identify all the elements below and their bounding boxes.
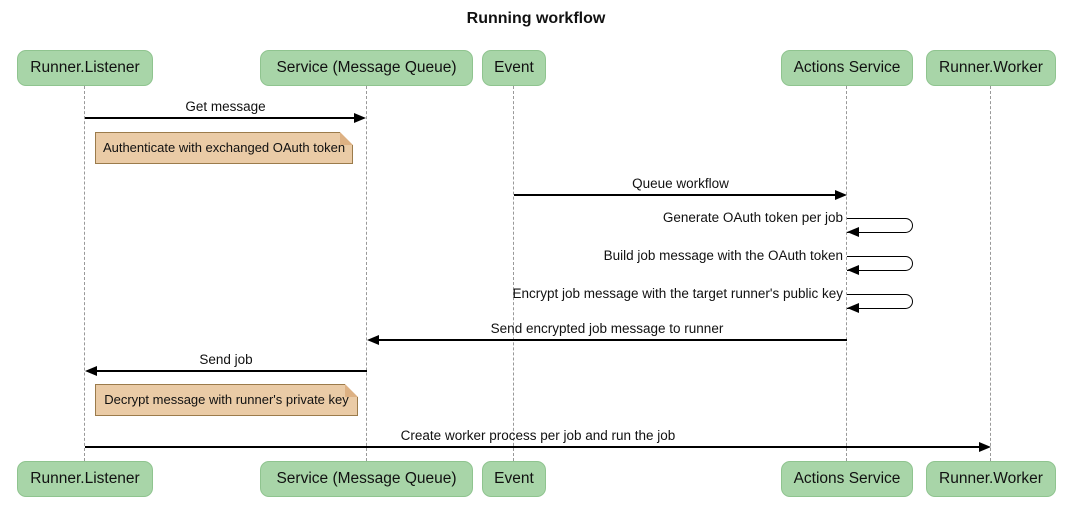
self-message-loop	[847, 256, 913, 271]
diagram-title: Running workflow	[466, 10, 606, 27]
actor-bottom-runner-worker: Runner.Worker	[926, 461, 1056, 497]
message-line-send-encrypted	[378, 339, 847, 341]
actor-bottom-event: Event	[482, 461, 546, 497]
message-label-create-worker: Create worker process per job and run th…	[400, 428, 676, 443]
arrowhead-right-icon	[979, 442, 991, 452]
lifeline-actions-service	[846, 86, 847, 461]
actor-bottom-service-message-queue: Service (Message Queue)	[260, 461, 473, 497]
note-decrypt: Decrypt message with runner's private ke…	[95, 384, 358, 416]
actor-bottom-actions-service: Actions Service	[781, 461, 913, 497]
note-authenticate: Authenticate with exchanged OAuth token	[95, 132, 353, 164]
message-line-get-message	[85, 117, 355, 119]
actor-top-service-message-queue: Service (Message Queue)	[260, 50, 473, 86]
lifeline-service-message-queue	[366, 86, 367, 461]
message-line-create-worker	[85, 446, 980, 448]
actor-bottom-runner-listener: Runner.Listener	[17, 461, 153, 497]
actor-top-runner-worker: Runner.Worker	[926, 50, 1056, 86]
note-fold-icon	[345, 384, 358, 397]
message-label-queue-workflow: Queue workflow	[632, 176, 729, 191]
note-fold-icon	[340, 132, 353, 145]
arrowhead-left-icon	[85, 366, 97, 376]
message-line-send-job	[96, 370, 367, 372]
actor-top-actions-service: Actions Service	[781, 50, 913, 86]
arrowhead-left-icon	[847, 265, 859, 275]
message-label-build-job-message: Build job message with the OAuth token	[603, 248, 843, 263]
self-message-loop	[847, 294, 913, 309]
message-line-queue-workflow	[514, 194, 836, 196]
message-label-send-job: Send job	[199, 352, 253, 367]
note-text: Authenticate with exchanged OAuth token	[102, 140, 346, 155]
lifeline-runner-worker	[990, 86, 991, 461]
lifeline-runner-listener	[84, 86, 85, 461]
arrowhead-right-icon	[835, 190, 847, 200]
arrowhead-left-icon	[847, 303, 859, 313]
message-label-encrypt-job-message: Encrypt job message with the target runn…	[512, 286, 844, 301]
message-label-send-encrypted: Send encrypted job message to runner	[490, 321, 724, 336]
message-label-get-message: Get message	[185, 99, 266, 114]
arrowhead-left-icon	[847, 227, 859, 237]
message-label-generate-oauth-token: Generate OAuth token per job	[662, 210, 843, 225]
arrowhead-left-icon	[367, 335, 379, 345]
arrowhead-right-icon	[354, 113, 366, 123]
self-message-loop	[847, 218, 913, 233]
actor-top-event: Event	[482, 50, 546, 86]
actor-top-runner-listener: Runner.Listener	[17, 50, 153, 86]
lifeline-event	[513, 86, 514, 461]
note-text: Decrypt message with runner's private ke…	[104, 392, 349, 407]
